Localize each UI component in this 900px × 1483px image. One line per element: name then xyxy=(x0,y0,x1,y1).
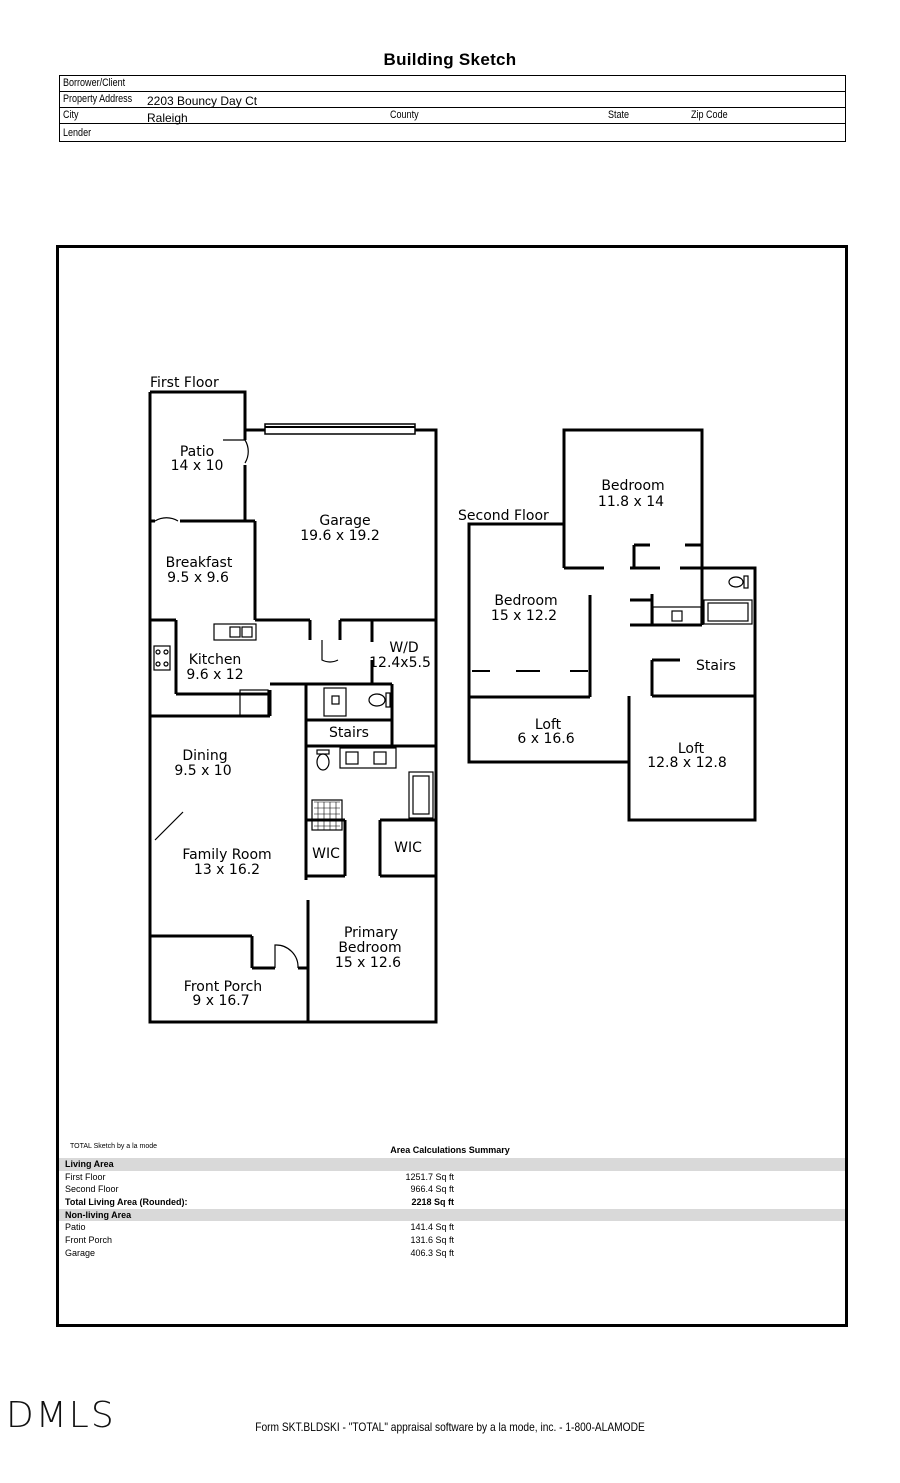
city-row: City Raleigh County State Zip Code xyxy=(60,108,845,125)
first-floor-label: First Floor xyxy=(150,375,219,391)
borrower-label: Borrower/Client xyxy=(63,77,126,89)
loft1-name: Loft xyxy=(535,717,562,733)
second-floor-label: Second Floor xyxy=(458,508,549,524)
address-label: Property Address xyxy=(63,93,133,105)
area-summary-title: Area Calculations Summary xyxy=(390,1145,510,1155)
county-label: County xyxy=(390,109,419,121)
total-living-row: Total Living Area (Rounded): 2218 Sq ft xyxy=(65,1197,454,1208)
state-label: State xyxy=(608,109,630,121)
dining-name: Dining xyxy=(182,748,227,764)
loft2-dims: 12.8 x 12.8 xyxy=(647,755,727,771)
table-row: Garage 406.3 Sq ft xyxy=(65,1247,454,1258)
page-title: Building Sketch xyxy=(383,50,517,69)
breakfast-dims: 9.5 x 9.6 xyxy=(167,570,229,586)
garage-dims: 19.6 x 19.2 xyxy=(300,528,380,544)
wd-name: W/D xyxy=(389,640,418,656)
family-dims: 13 x 16.2 xyxy=(194,862,260,878)
bed-left-name: Bedroom xyxy=(494,593,557,609)
bed-top-dims: 11.8 x 14 xyxy=(598,494,664,510)
breakfast-name: Breakfast xyxy=(166,555,233,571)
family-name: Family Room xyxy=(182,847,271,863)
bed-top-name: Bedroom xyxy=(601,478,664,494)
area-summary-table: Living Area First Floor 1251.7 Sq ft Sec… xyxy=(59,1158,845,1260)
zip-label: Zip Code xyxy=(691,109,728,121)
living-area-header: Living Area xyxy=(59,1158,845,1171)
table-row: Patio 141.4 Sq ft xyxy=(65,1222,454,1233)
sketch-credit: TOTAL Sketch by a la mode xyxy=(70,1143,158,1150)
borrower-row: Borrower/Client xyxy=(60,76,845,92)
primary-name2: Bedroom xyxy=(338,940,401,956)
form-footer: Form SKT.BLDSKI - "TOTAL" appraisal soft… xyxy=(255,1420,645,1434)
stairs1-name: Stairs xyxy=(329,725,369,741)
primary-dims: 15 x 12.6 xyxy=(335,955,401,971)
loft1-dims: 6 x 16.6 xyxy=(517,731,574,747)
table-row: Front Porch 131.6 Sq ft xyxy=(65,1235,454,1246)
property-header-table: Borrower/Client Property Address 2203 Bo… xyxy=(59,75,846,142)
table-row: First Floor 1251.7 Sq ft xyxy=(65,1171,454,1182)
address-row: Property Address 2203 Bouncy Day Ct xyxy=(60,92,845,108)
sketch-frame xyxy=(56,245,848,1327)
lender-label: Lender xyxy=(63,127,92,139)
stairs2-name: Stairs xyxy=(696,658,736,674)
dining-dims: 9.5 x 10 xyxy=(174,763,231,779)
wic1-name: WIC xyxy=(312,846,340,862)
address-value: 2203 Bouncy Day Ct xyxy=(147,94,258,108)
garage-name: Garage xyxy=(319,513,370,529)
wd-dims: 12.4x5.5 xyxy=(369,655,431,671)
primary-name1: Primary xyxy=(344,925,398,941)
bed-left-dims: 15 x 12.2 xyxy=(491,608,557,624)
kitchen-dims: 9.6 x 12 xyxy=(186,667,243,683)
lender-row: Lender xyxy=(60,124,845,140)
porch-name: Front Porch xyxy=(184,979,262,995)
kitchen-name: Kitchen xyxy=(189,652,242,668)
table-row: Second Floor 966.4 Sq ft xyxy=(65,1184,454,1195)
dmls-logo: DMLS xyxy=(6,1395,116,1436)
porch-dims: 9 x 16.7 xyxy=(192,993,249,1009)
city-label: City xyxy=(63,109,79,121)
loft2-name: Loft xyxy=(678,741,705,757)
city-value: Raleigh xyxy=(147,111,188,125)
nonliving-area-header: Non-living Area xyxy=(59,1208,845,1222)
patio-dims: 14 x 10 xyxy=(171,458,224,474)
wic2-name: WIC xyxy=(394,840,422,856)
patio-name: Patio xyxy=(180,444,214,460)
